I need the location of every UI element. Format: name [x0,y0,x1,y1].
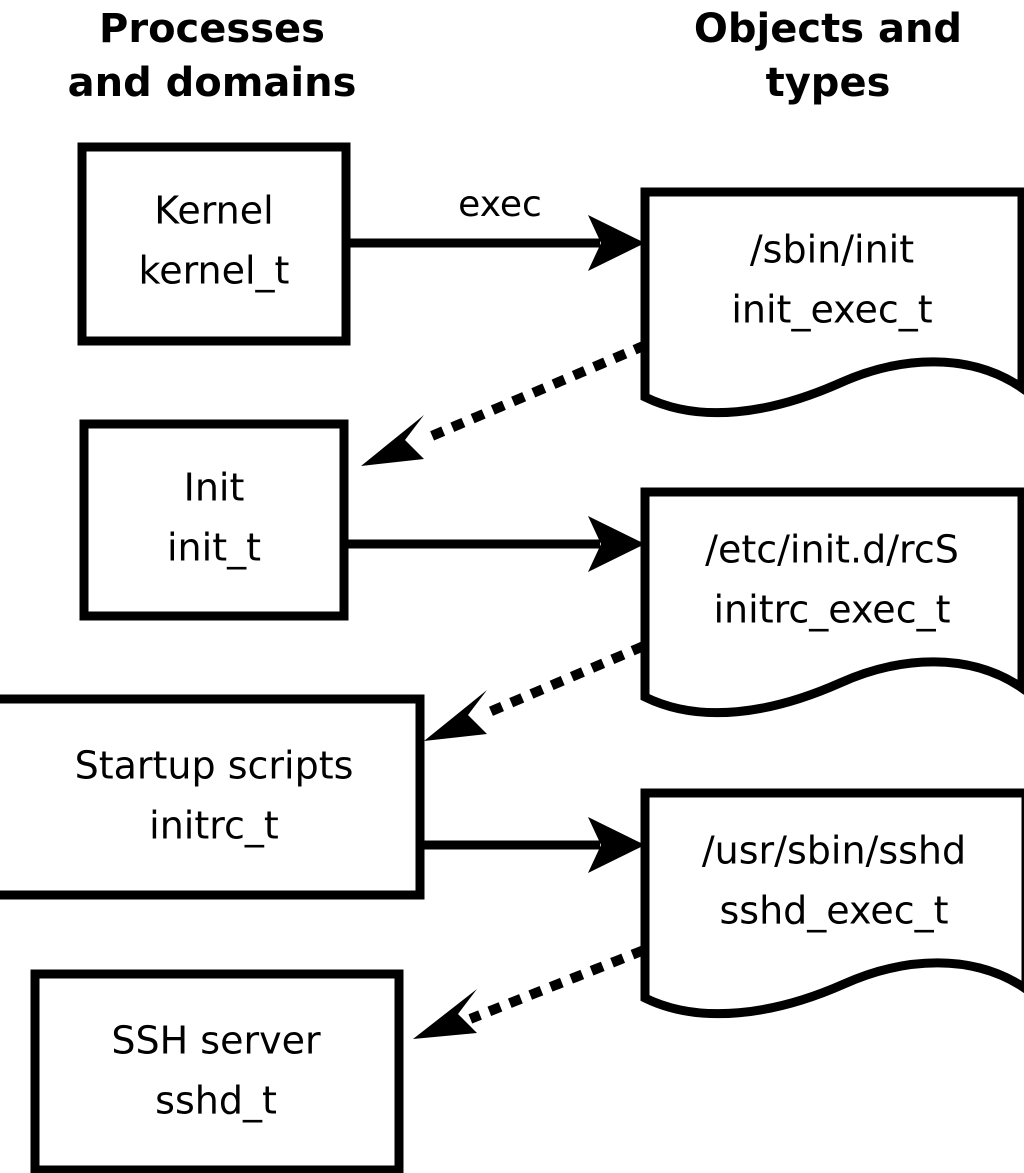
process-node-sshd[interactable]: SSH server sshd_t [30,969,404,1173]
process-node-kernel-type: kernel_t [139,249,290,293]
process-node-init-name: Init [184,466,245,510]
process-node-init-box[interactable] [79,419,349,621]
arrowhead-init-transition [361,415,424,466]
process-node-initrc[interactable]: Startup scripts initrc_t [0,694,425,900]
process-node-init-type: init_t [167,526,261,570]
edge-init-exec-transition-init [361,340,648,466]
object-node-initrc-exec-shape[interactable] [640,487,1024,718]
edge-line-initrc-transition [473,641,646,723]
column-header-processes: Processes and domains [68,6,357,106]
edge-line-init-transition [413,340,648,448]
edge-kernel-exec-init-exec: exec [350,184,645,271]
edge-sshd-exec-transition-sshd [413,945,646,1039]
edge-init-exec-initrc-exec [348,516,645,572]
edge-initrc-exec-sshd-exec [424,817,645,873]
object-node-sshd-exec-shape[interactable] [640,788,1024,1019]
process-node-sshd-name: SSH server [111,1019,321,1063]
process-node-kernel[interactable]: Kernel kernel_t [77,142,351,346]
process-node-sshd-type: sshd_t [155,1079,277,1123]
column-header-objects: Objects and types [694,6,962,106]
object-node-init-exec-shape[interactable] [640,187,1024,418]
edge-label-exec: exec [458,184,542,225]
object-node-sshd-exec-type: sshd_exec_t [719,889,948,933]
object-node-sshd-exec[interactable]: /usr/sbin/sshd sshd_exec_t [640,788,1024,1019]
edge-initrc-exec-transition-initrc [424,641,646,741]
edge-line-sshd-transition [468,945,646,1024]
object-node-initrc-exec-path: /etc/init.d/rcS [705,528,959,572]
process-node-initrc-type: initrc_t [149,804,279,848]
object-node-init-exec-path: /sbin/init [750,228,914,272]
object-node-init-exec-type: init_exec_t [731,288,932,332]
object-node-sshd-exec-path: /usr/sbin/sshd [702,829,966,873]
column-header-objects-line2: types [766,60,891,106]
column-header-objects-line1: Objects and [694,6,962,52]
object-node-initrc-exec[interactable]: /etc/init.d/rcS initrc_exec_t [640,487,1024,718]
process-node-kernel-name: Kernel [154,189,273,233]
process-node-initrc-name: Startup scripts [75,744,354,788]
object-node-initrc-exec-type: initrc_exec_t [714,588,951,632]
arrowhead-kernel-exec [588,215,645,271]
process-node-kernel-box[interactable] [77,142,351,346]
object-node-init-exec[interactable]: /sbin/init init_exec_t [640,187,1024,418]
arrowhead-initrc-exec [588,817,645,873]
process-node-initrc-box[interactable] [0,694,425,900]
process-node-init[interactable]: Init init_t [79,419,349,621]
column-header-processes-line2: and domains [68,60,357,106]
process-node-sshd-box[interactable] [30,969,404,1173]
column-header-processes-line1: Processes [99,6,325,52]
arrowhead-initrc-transition [424,690,487,741]
arrowhead-init-exec [588,516,645,572]
arrowhead-sshd-transition [413,989,477,1039]
